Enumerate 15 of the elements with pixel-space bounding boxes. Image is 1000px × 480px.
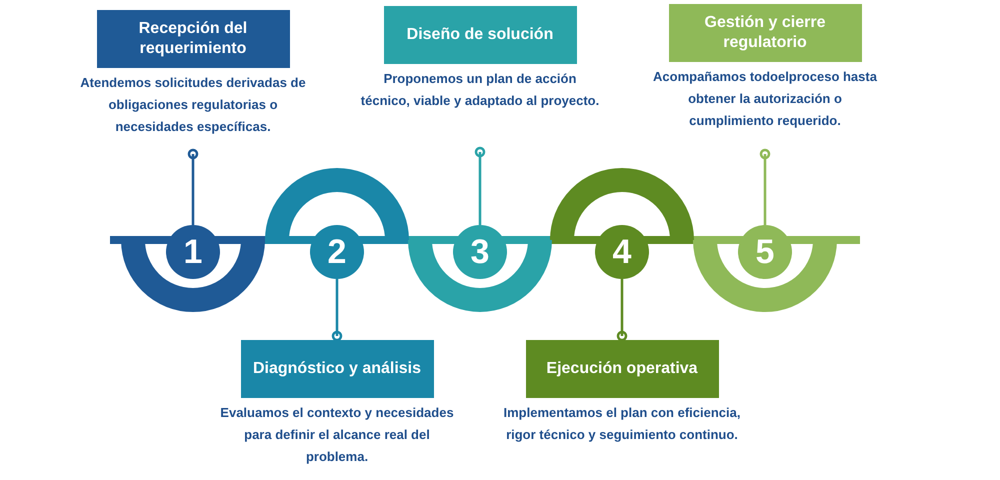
step-description: Proponemos un plan de acción técnico, viable y adaptado al proyecto.: [360, 70, 600, 110]
leader-line: [760, 148, 770, 225]
leader-line: [474, 146, 486, 225]
step-title-box: Ejecución operativa: [526, 340, 718, 398]
step-title-box: Recepción del requerimiento: [96, 10, 290, 68]
step-title-box: Diseño de solución: [384, 6, 576, 64]
step-description: Implementamos el plan con eficiencia, rigor técnico y seguimiento continuo.: [502, 404, 742, 444]
step-description: Atendemos solicitudes derivadas de obligaciones regulatorias o necesidades específicas.: [79, 74, 307, 136]
leader-line: [332, 279, 342, 342]
step-description: Acompañamos todoelproceso hasta obtener la autorización o cumplimiento requerido.: [652, 68, 878, 130]
leader-line: [188, 148, 198, 225]
step-description: Evaluamos el contexto y necesidades para definir el alcance real del problema.: [219, 404, 455, 466]
step-title-box: Gestión y cierre regulatorio: [668, 4, 862, 62]
step-title-box: Diagnóstico y análisis: [240, 340, 434, 398]
leader-line: [616, 279, 628, 342]
